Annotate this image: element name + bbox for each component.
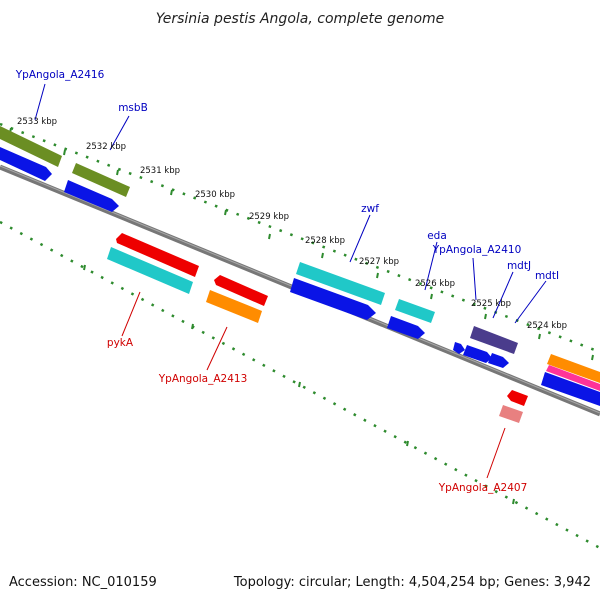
gene-label-mdti[interactable]: mdtI [535,270,559,282]
reverse-label-leaders [121,291,506,479]
gene-label-ypangola-a2410[interactable]: YpAngola_A2410 [432,244,522,256]
major-tick [591,354,594,361]
gene-right-orange[interactable] [547,354,600,383]
leader-mdti [514,280,547,324]
major-tick [376,272,379,279]
kbp-label: 2530 kbp [195,190,235,200]
gene-zwf[interactable] [296,262,385,305]
major-tick [116,169,119,176]
cds-eda[interactable] [387,316,425,339]
label-leaders [34,83,547,324]
forward-genes [0,126,600,406]
kbp-label: 2528 kbp [305,236,345,246]
gene-ypangola-a2407[interactable] [499,405,523,423]
major-tick [321,252,324,259]
genome-stats-text: Topology: circular; Length: 4,504,254 bp… [233,575,591,590]
kbp-label: 2529 kbp [249,212,289,222]
major-tick [170,189,173,196]
forward-gene-labels: YpAngola_A2416 msbB zwf eda YpAngola_A24… [15,69,559,282]
gene-eda[interactable] [395,299,435,323]
leader-ypangola-a2407 [486,427,506,479]
gene-label-ypangola-a2407[interactable]: YpAngola_A2407 [438,482,528,494]
kbp-labels: 2533 kbp 2532 kbp 2531 kbp 2530 kbp 2529… [17,117,567,331]
leader-msbb [109,115,130,151]
major-ticks [9,127,594,505]
kbp-label: 2524 kbp [527,321,567,331]
major-tick [406,440,409,447]
cds-right-blue[interactable] [541,372,600,406]
leader-ypangola-a2416 [34,83,46,121]
reverse-genes [107,233,528,423]
gene-label-ypangola-a2413[interactable]: YpAngola_A2413 [158,373,248,385]
accession-text: Accession: NC_010159 [9,575,157,590]
major-tick [63,149,66,156]
kbp-label: 2533 kbp [17,117,57,127]
major-tick [224,209,227,216]
cds-mdti[interactable] [488,353,509,368]
kbp-label: 2526 kbp [415,279,455,289]
cds-pyka[interactable] [116,233,199,277]
cds-ypangola-a2410[interactable] [453,342,465,354]
leader-ypangola-a2410 [472,257,477,301]
kbp-label: 2532 kbp [86,142,126,152]
gene-mdtj[interactable] [470,326,518,354]
major-tick [538,333,541,340]
gene-label-zwf[interactable]: zwf [361,203,379,215]
leader-eda [424,241,438,291]
gene-label-ypangola-a2416[interactable]: YpAngola_A2416 [15,69,105,81]
cds-ypangola-a2413[interactable] [214,275,268,306]
kbp-label: 2531 kbp [140,166,180,176]
cds-ypangola-a2416[interactable] [0,147,52,181]
cds-ypangola-a2407[interactable] [507,390,528,406]
major-tick [484,313,487,320]
major-tick [191,323,194,330]
gene-pyka[interactable] [107,247,193,294]
major-tick [268,233,271,240]
kbp-label: 2527 kbp [359,257,399,267]
cds-zwf[interactable] [290,278,376,320]
major-tick [298,381,301,388]
gene-right-pink[interactable] [546,365,600,391]
gene-label-pyka[interactable]: pykA [107,337,134,349]
major-tick [430,293,433,300]
gene-label-msbb[interactable]: msbB [118,102,148,114]
leader-zwf [349,214,371,263]
leader-mdtj [492,271,514,319]
major-tick [512,498,515,505]
reverse-gene-labels: pykA YpAngola_A2413 YpAngola_A2407 [107,337,527,494]
leader-pyka [121,291,141,337]
gene-ypangola-a2416[interactable] [0,126,62,167]
gene-ypangola-a2413[interactable] [206,290,262,323]
upper-tick-track [0,122,600,354]
major-tick [83,264,86,271]
cds-msbb[interactable] [64,180,119,212]
gene-label-mdtj[interactable]: mdtJ [507,260,531,272]
cds-mdtj[interactable] [463,345,492,363]
map-title: Yersinia pestis Angola, complete genome [156,11,445,27]
leader-ypangola-a2413 [206,326,228,371]
gene-label-eda[interactable]: eda [427,230,447,242]
kbp-label: 2525 kbp [471,299,511,309]
gene-msbb[interactable] [72,163,130,197]
